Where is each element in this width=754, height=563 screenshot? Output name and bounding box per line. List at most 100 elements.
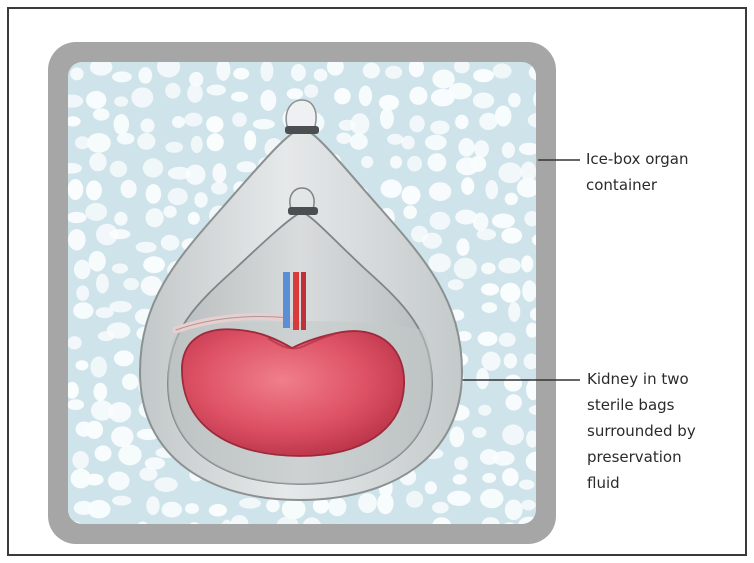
ice-chunk xyxy=(136,242,157,253)
ice-chunk xyxy=(93,383,107,401)
ice-chunk xyxy=(114,350,134,366)
ice-chunk xyxy=(377,493,393,514)
ice-chunk xyxy=(206,116,223,133)
ice-chunk xyxy=(233,68,249,80)
ice-chunk xyxy=(216,59,230,81)
ice-chunk xyxy=(140,119,154,133)
outer-bag-tie xyxy=(285,126,319,134)
ice-chunk xyxy=(482,352,501,371)
kidney-label-line-2: sterile bags xyxy=(587,392,696,418)
ice-chunk xyxy=(108,472,130,491)
ice-chunk xyxy=(472,427,486,438)
kidney-label-line-1: Kidney in two xyxy=(587,366,696,392)
ice-chunk xyxy=(380,108,394,129)
ice-chunk xyxy=(381,179,402,198)
ice-chunk xyxy=(521,255,533,272)
ice-chunk xyxy=(350,133,368,149)
ice-chunk xyxy=(209,504,227,516)
ice-chunk xyxy=(131,87,153,107)
ice-chunk xyxy=(70,67,83,80)
ice-chunk xyxy=(232,112,247,127)
ice-chunk xyxy=(457,238,470,256)
ice-chunk xyxy=(504,375,522,392)
ice-chunk xyxy=(350,113,369,135)
ice-chunk xyxy=(304,84,318,98)
ice-chunk xyxy=(76,360,89,370)
ice-chunk xyxy=(328,497,346,516)
ice-chunk xyxy=(428,253,451,272)
ice-chunk xyxy=(187,84,203,103)
ice-chunk xyxy=(479,113,497,130)
ice-chunk xyxy=(449,427,464,448)
ice-chunk xyxy=(122,374,139,390)
ice-chunk xyxy=(212,163,226,183)
ice-chunk xyxy=(448,83,472,100)
ice-chunk xyxy=(121,180,137,198)
kidney-label-line-3: surrounded by xyxy=(587,418,696,444)
ice-chunk xyxy=(114,212,127,226)
ice-chunk xyxy=(143,256,165,273)
ice-chunk xyxy=(108,402,131,422)
ice-chunk xyxy=(508,302,520,322)
ice-chunk xyxy=(207,85,226,96)
ice-chunk xyxy=(93,108,110,120)
ice-chunk xyxy=(207,133,224,151)
ice-chunk xyxy=(260,60,273,81)
ice-chunk xyxy=(191,136,203,153)
ice-chunk xyxy=(253,119,275,129)
artery-2 xyxy=(301,272,306,330)
ice-chunk xyxy=(161,235,180,251)
ice-chunk xyxy=(266,499,280,513)
ice-chunk xyxy=(482,473,496,483)
ice-chunk xyxy=(237,161,257,172)
ice-chunk xyxy=(474,140,489,157)
ice-chunk xyxy=(336,133,351,144)
ice-chunk xyxy=(363,63,380,79)
ice-chunk xyxy=(358,493,377,513)
ice-chunk xyxy=(361,156,373,168)
ice-chunk xyxy=(112,71,132,82)
ice-chunk xyxy=(111,426,133,447)
ice-chunk xyxy=(500,283,520,303)
ice-chunk xyxy=(137,133,155,150)
ice-chunk xyxy=(114,114,130,135)
inner-bag-tie xyxy=(288,207,318,215)
ice-chunk xyxy=(87,133,111,153)
ice-chunk xyxy=(478,332,498,346)
ice-chunk xyxy=(67,336,81,349)
ice-chunk xyxy=(502,424,524,445)
ice-chunk xyxy=(112,263,128,273)
ice-chunk xyxy=(314,69,328,82)
vein xyxy=(283,272,290,328)
ice-chunk xyxy=(86,91,106,109)
ice-chunk xyxy=(282,499,306,520)
ice-chunk xyxy=(244,130,256,150)
ice-chunk xyxy=(143,158,163,177)
ice-chunk xyxy=(477,229,496,241)
ice-chunk xyxy=(168,188,188,205)
ice-chunk xyxy=(185,165,205,185)
ice-chunk xyxy=(86,421,103,439)
kidney-label-line-5: fluid xyxy=(587,470,696,496)
ice-chunk xyxy=(118,445,141,466)
ice-chunk xyxy=(114,96,128,106)
ice-chunk xyxy=(522,280,537,302)
ice-chunk xyxy=(470,156,486,172)
ice-chunk xyxy=(379,95,399,111)
ice-chunk xyxy=(112,496,131,506)
ice-chunk xyxy=(493,63,512,78)
ice-chunk xyxy=(165,142,183,153)
kidney-label: Kidney in two sterile bags surrounded by… xyxy=(587,366,696,496)
ice-chunk xyxy=(422,233,442,249)
ice-chunk xyxy=(429,182,451,201)
ice-chunk xyxy=(96,274,109,294)
ice-chunk xyxy=(184,113,202,127)
ice-chunk xyxy=(90,356,107,377)
ice-chunk xyxy=(89,153,106,172)
ice-chunk xyxy=(428,153,447,171)
ice-chunk xyxy=(163,206,176,218)
ice-chunk xyxy=(409,115,424,132)
ice-chunk xyxy=(85,474,103,486)
ice-chunk xyxy=(473,93,494,109)
ice-chunk xyxy=(88,500,111,519)
